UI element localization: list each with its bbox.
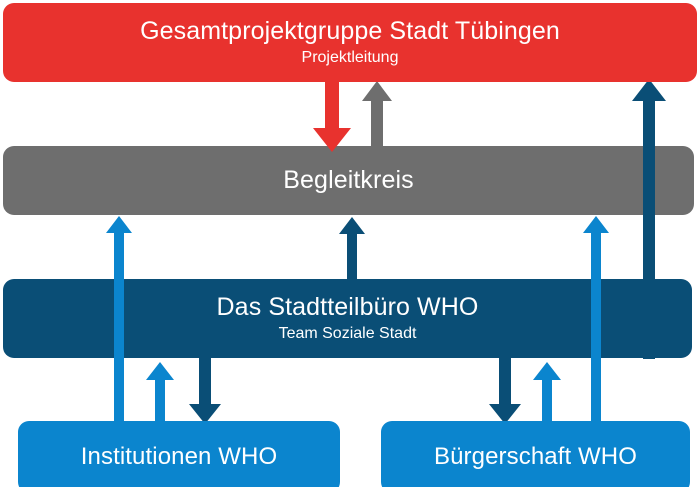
connector-institutionen-to-begleitkreis <box>106 216 132 428</box>
node-begleitkreis[interactable]: Begleitkreis <box>3 146 694 215</box>
node-institutionen-title: Institutionen WHO <box>80 443 278 471</box>
node-gesamtprojektgruppe[interactable]: Gesamtprojektgruppe Stadt Tübingen Proje… <box>3 3 697 82</box>
connector-institutionen-to-stadtteilbuero <box>146 362 174 428</box>
connector-stadtteilbuero-to-begleitkreis <box>339 217 365 285</box>
connector-buergerschaft-to-begleitkreis <box>583 216 609 428</box>
node-gesamtprojektgruppe-subtitle: Projektleitung <box>301 49 399 67</box>
connector-stadtteilbuero-to-gesamtprojektgruppe <box>632 79 666 359</box>
connector-stadtteilbuero-to-institutionen <box>189 352 221 424</box>
node-institutionen[interactable]: Institutionen WHO <box>18 421 340 487</box>
node-begleitkreis-title: Begleitkreis <box>283 166 414 195</box>
connector-buergerschaft-to-stadtteilbuero <box>533 362 561 428</box>
connector-stadtteilbuero-to-buergerschaft <box>489 352 521 424</box>
node-stadtteilbuero-title: Das Stadtteilbüro WHO <box>216 293 479 322</box>
node-buergerschaft[interactable]: Bürgerschaft WHO <box>381 421 690 487</box>
node-buergerschaft-title: Bürgerschaft WHO <box>434 443 637 471</box>
node-gesamtprojektgruppe-title: Gesamtprojektgruppe Stadt Tübingen <box>140 17 560 46</box>
node-stadtteilbuero-subtitle: Team Soziale Stadt <box>278 325 417 343</box>
connector-gesamtprojektgruppe-to-begleitkreis <box>313 78 351 152</box>
connector-begleitkreis-to-gesamtprojektgruppe <box>362 81 392 149</box>
